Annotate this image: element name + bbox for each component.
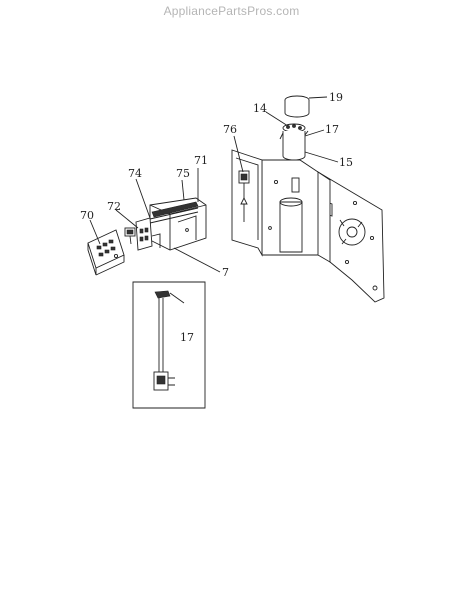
- callout-76: 76: [223, 123, 237, 136]
- callout-75: 75: [176, 167, 190, 180]
- callout-19: 19: [329, 91, 343, 104]
- inset-frame: [132, 281, 206, 409]
- callout-71: 71: [194, 154, 208, 167]
- callout-70: 70: [80, 209, 94, 222]
- callout-72: 72: [107, 200, 121, 213]
- callout-15: 15: [339, 156, 353, 169]
- relay-76[interactable]: [238, 170, 250, 222]
- callout-74: 74: [128, 167, 142, 180]
- leader-lines: [89, 96, 339, 273]
- callout-7: 7: [222, 266, 229, 279]
- control-panel-70[interactable]: [87, 229, 125, 276]
- terminal-board-74[interactable]: [135, 217, 161, 251]
- watermark-text: AppliancePartsPros.com: [163, 4, 300, 18]
- bracket-panel[interactable]: [231, 149, 385, 303]
- capacitor-17[interactable]: [282, 130, 309, 161]
- callout-17-capacitor: 17: [325, 123, 339, 136]
- callout-17-cord: 17: [180, 331, 194, 344]
- capacitor-cap-19[interactable]: [284, 95, 310, 118]
- power-cord-17[interactable]: [153, 290, 185, 391]
- capacitor-clamp-14[interactable]: [279, 123, 306, 140]
- wire-harness-75[interactable]: [149, 201, 199, 224]
- callout-14: 14: [253, 102, 267, 115]
- connector-72[interactable]: [124, 227, 136, 245]
